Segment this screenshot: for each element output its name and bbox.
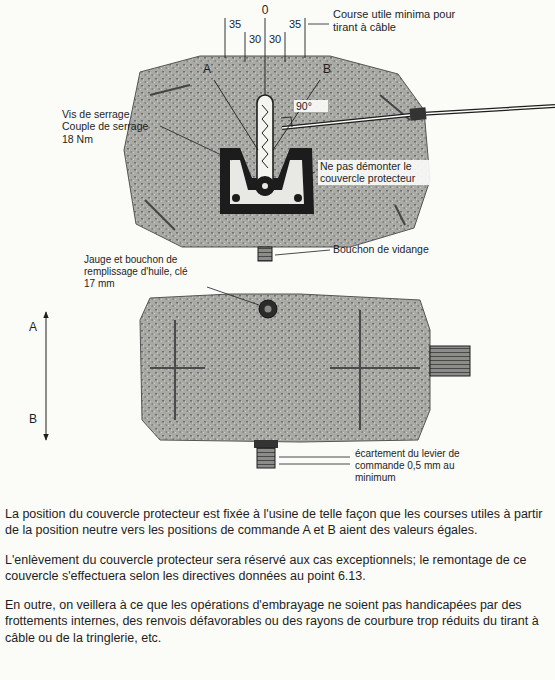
dimension-value: 0	[256, 3, 274, 17]
part-label: Ne pas démonter le couvercle protecteur	[318, 160, 434, 185]
body-paragraph: La position du couvercle protecteur est …	[5, 506, 550, 539]
casing-detail	[145, 85, 410, 230]
position-line-a	[214, 80, 258, 150]
oil-filler-plug	[259, 300, 277, 318]
clamp-screw	[294, 194, 302, 202]
angle-label: 90°	[294, 100, 328, 112]
gearbox-casing-top	[124, 56, 430, 247]
drawing-part	[225, 18, 226, 58]
dimension-value: 30	[266, 33, 284, 46]
drawing-part	[265, 306, 272, 313]
dimension-value: 35	[286, 18, 304, 31]
casing-detail	[150, 310, 420, 430]
output-shaft	[430, 346, 470, 376]
position-letter: A	[200, 62, 214, 76]
drawing-part	[285, 32, 286, 62]
lever-slot	[262, 105, 268, 168]
drawing-part	[308, 24, 329, 25]
drawing-part	[279, 457, 350, 458]
drawing-part	[160, 126, 232, 160]
lever-stub	[257, 448, 275, 468]
clearance-dimension	[279, 457, 350, 464]
drawing-part	[262, 183, 268, 189]
lever-hub	[255, 176, 275, 196]
dimension-lines	[225, 18, 305, 95]
position-line-b	[273, 80, 320, 150]
drawing-part	[245, 32, 246, 62]
leader-lines	[160, 24, 330, 255]
drawing-part	[265, 18, 266, 95]
lever-stub	[254, 440, 278, 448]
body-paragraph: L'enlèvement du couvercle protecteur ser…	[5, 552, 550, 585]
body-paragraph: En outre, on veillera à ce que les opéra…	[5, 597, 550, 646]
drawing-part	[304, 172, 315, 176]
dimension-value: 35	[226, 18, 244, 31]
position-letter: A	[26, 320, 40, 334]
position-letter: B	[26, 412, 40, 426]
drawing-part	[279, 464, 350, 465]
dimension-label: écartement du levier de commande 0,5 mm …	[355, 448, 465, 483]
part-label: Vis de serrage Couple de serrage 18 Nm	[62, 108, 158, 145]
right-angle-mark	[281, 117, 292, 127]
part-label: Bouchon de vidange	[333, 243, 463, 255]
gearbox-casing-side	[140, 294, 430, 442]
drawing-part	[305, 18, 306, 58]
travel-arrow	[46, 312, 47, 440]
clamp-screw	[232, 194, 240, 202]
drawing-part	[275, 250, 330, 255]
position-letter: B	[320, 62, 334, 76]
note-label: Course utile minima pour tirant à câble	[333, 8, 471, 34]
part-label: Jauge et bouchon de remplissage d'huile,…	[84, 254, 192, 289]
dimension-value: 30	[246, 33, 264, 46]
drain-plug	[258, 247, 272, 261]
leader-lines	[207, 287, 259, 305]
drawing-part	[410, 107, 427, 120]
